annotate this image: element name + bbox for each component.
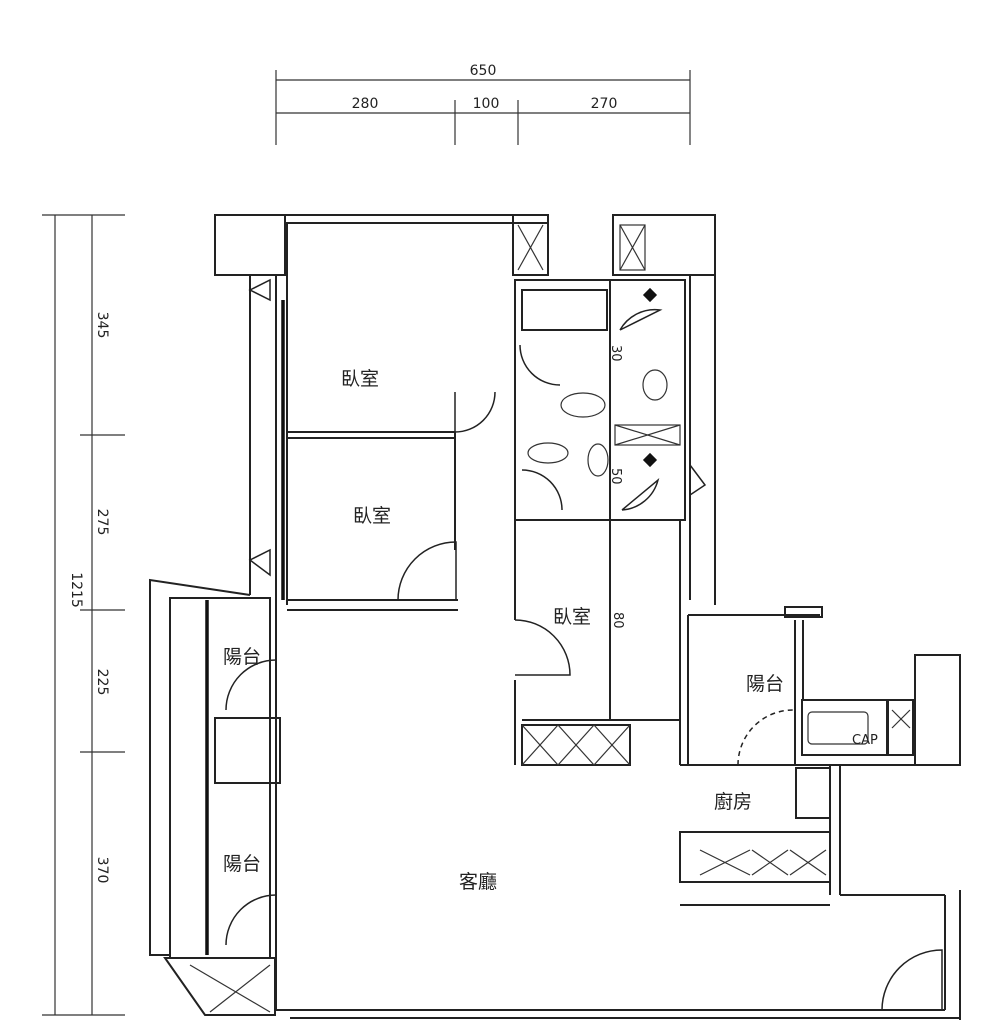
water-heater-label: CAP bbox=[852, 733, 878, 748]
label-balcony-upper: 陽台 bbox=[223, 646, 261, 668]
label-balcony-right: 陽台 bbox=[746, 673, 784, 695]
dim-total-height: 1215 bbox=[68, 572, 84, 608]
label-bedroom-2: 臥室 bbox=[353, 505, 391, 527]
label-bedroom-3: 臥室 bbox=[553, 606, 591, 628]
dim-width-2: 100 bbox=[473, 96, 500, 112]
walls: CAP bbox=[149, 214, 961, 1020]
label-living-room: 客廳 bbox=[459, 871, 497, 893]
dim-height-4: 370 bbox=[94, 857, 110, 884]
bedroom-dim-80: 80 bbox=[610, 612, 625, 629]
left-dimension: 1215 345 275 225 370 bbox=[42, 214, 125, 1016]
dim-width-3: 270 bbox=[591, 96, 618, 112]
top-dimension: 650 280 100 270 bbox=[275, 63, 691, 145]
label-kitchen: 廚房 bbox=[714, 790, 752, 813]
doors bbox=[225, 278, 943, 1011]
room-labels: 臥室 臥室 臥室 陽台 陽台 陽台 廚房 客廳 30 50 80 bbox=[223, 345, 784, 893]
dim-width-1: 280 bbox=[352, 96, 379, 112]
dim-height-3: 225 bbox=[94, 669, 110, 696]
label-bedroom-1: 臥室 bbox=[341, 368, 379, 390]
dim-height-2: 275 bbox=[94, 509, 110, 536]
label-balcony-lower: 陽台 bbox=[223, 853, 261, 875]
dim-total-width: 650 bbox=[470, 63, 497, 79]
bath-dim-50: 50 bbox=[608, 468, 623, 485]
dim-height-1: 345 bbox=[94, 312, 110, 339]
bath-dim-30: 30 bbox=[608, 345, 623, 362]
